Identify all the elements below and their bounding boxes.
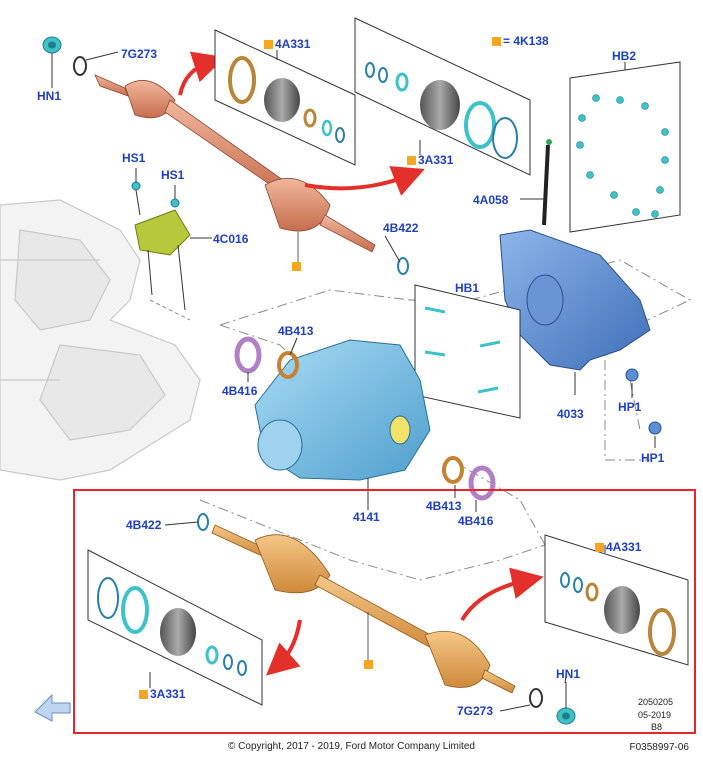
arrow-to-4a331-top — [178, 51, 226, 96]
label-4k138-legend: = 4K138 — [492, 34, 549, 48]
marker-square-icon — [264, 40, 273, 49]
label-hb1: HB1 — [455, 281, 480, 295]
kit-panel-4a331-top — [214, 29, 356, 166]
label-4a331-top: 4A331 — [264, 37, 310, 51]
washer-bottom — [499, 688, 543, 712]
label-4b422-bottom: 4B422 — [126, 518, 162, 532]
kit-panel-3a331-bottom — [87, 549, 263, 706]
seal-4b416-top — [234, 336, 262, 374]
vehicle-frame-sketch — [0, 199, 201, 481]
label-hn1-top: HN1 — [37, 89, 62, 103]
arrow-to-4a331-bottom — [460, 567, 544, 622]
label-4b413-bottom: 4B413 — [426, 499, 462, 513]
breather-tube — [520, 139, 552, 226]
label-4b416-bottom: 4B416 — [458, 514, 494, 528]
label-hn1-bottom: HN1 — [556, 667, 581, 681]
label-leader-lines — [51, 82, 656, 684]
arrow-to-3a331-bottom — [266, 619, 302, 676]
sensor-module — [131, 181, 212, 311]
marker-square-icon — [139, 690, 148, 699]
meta-code: 2050205 — [638, 697, 674, 707]
meta-revision: B8 — [651, 722, 663, 732]
copyright-text: © Copyright, 2017 - 2019, Ford Motor Com… — [228, 741, 475, 752]
differential-housing — [254, 339, 431, 510]
label-4141: 4141 — [353, 510, 380, 524]
label-3a331-top: 3A331 — [407, 153, 453, 167]
label-hs1-a: HS1 — [122, 151, 146, 165]
label-hb2: HB2 — [612, 49, 637, 63]
marker-square-icon — [492, 37, 501, 46]
label-4a058: 4A058 — [473, 193, 509, 207]
label-4a331-top-text: 4A331 — [275, 37, 311, 51]
bearing-4b413-bottom — [442, 456, 464, 484]
seal-4b416-bottom — [468, 465, 496, 501]
label-4a331-bottom-text: 4A331 — [606, 540, 642, 554]
label-4k138-text: = 4K138 — [503, 34, 549, 48]
circlip-4b422-top — [397, 257, 409, 275]
plug-hp1-b — [648, 421, 662, 435]
arrow-to-3a331-top — [304, 166, 425, 196]
figure-id: F0358997-06 — [629, 742, 690, 753]
label-4b413-top: 4B413 — [278, 324, 314, 338]
label-7g273-top: 7G273 — [121, 47, 158, 61]
marker-square-icon — [407, 156, 416, 165]
halfshaft-upper — [94, 74, 376, 271]
highlight-box — [73, 489, 696, 734]
label-4a331-bottom: 4A331 — [595, 540, 641, 554]
washer-top — [73, 51, 119, 76]
circlip-4b422-bottom — [197, 513, 209, 531]
navigation-arrow-icon — [34, 693, 71, 722]
label-7g273-bottom: 7G273 — [457, 704, 494, 718]
label-3a331-top-text: 3A331 — [418, 153, 454, 167]
hub-nut-bottom — [556, 682, 576, 725]
bearing-4b413-top — [277, 351, 299, 379]
label-4033: 4033 — [557, 407, 584, 421]
label-hp1-a: HP1 — [618, 400, 642, 414]
label-hp1-b: HP1 — [641, 451, 665, 465]
marker-square-icon — [595, 543, 604, 552]
label-4c016: 4C016 — [213, 232, 249, 246]
kit-panel-3a331-top — [354, 17, 531, 176]
bolt-panel-hb1 — [414, 284, 521, 419]
differential-cover — [499, 229, 651, 395]
hub-nut-top — [42, 36, 62, 82]
plug-hp1-a — [625, 368, 639, 382]
label-hs1-b: HS1 — [161, 168, 185, 182]
meta-date: 05-2019 — [638, 710, 672, 720]
kit-panel-4a331-bottom — [544, 534, 689, 666]
label-4b422-top: 4B422 — [383, 221, 419, 235]
label-3a331-bottom-text: 3A331 — [150, 687, 186, 701]
label-4b416-top: 4B416 — [222, 384, 258, 398]
label-3a331-bottom: 3A331 — [139, 687, 185, 701]
bolt-panel-hb2 — [569, 61, 681, 233]
halfshaft-lower — [211, 524, 516, 694]
